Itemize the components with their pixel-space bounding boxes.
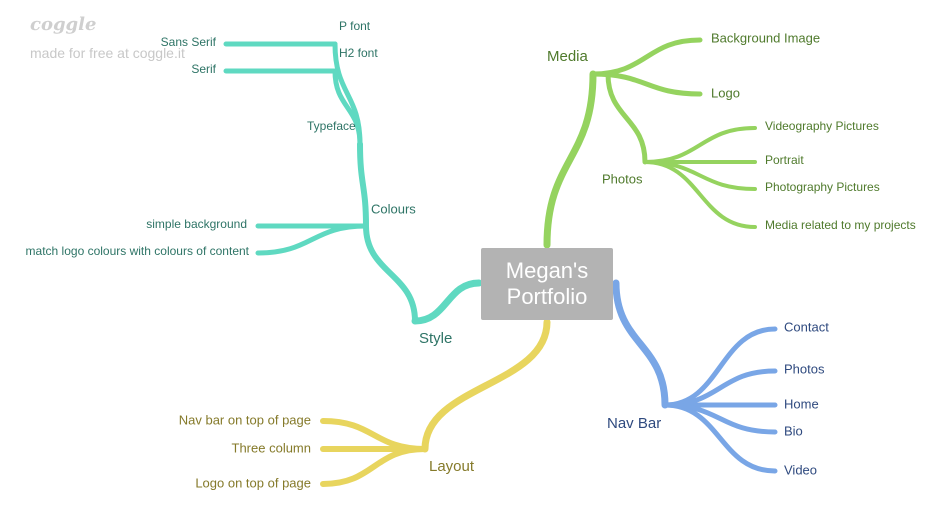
node-home[interactable]: Home xyxy=(784,396,819,411)
mind-map-edges xyxy=(223,37,778,487)
coggle-logo: coggle xyxy=(30,14,97,35)
edge-media-photos xyxy=(605,71,648,165)
node-videography-pictures[interactable]: Videography Pictures xyxy=(765,119,879,133)
edge-layout-navtop xyxy=(320,418,428,452)
node-simple-background[interactable]: simple background xyxy=(146,217,247,231)
node-colours[interactable]: Colours xyxy=(371,201,416,216)
node-sans-serif[interactable]: Sans Serif xyxy=(161,35,217,49)
node-logo-top[interactable]: Logo on top of page xyxy=(195,475,311,490)
node-style[interactable]: Style xyxy=(419,330,452,347)
node-portrait[interactable]: Portrait xyxy=(765,153,804,167)
coggle-tagline: made for free at coggle.it xyxy=(30,45,185,61)
edge-photos-videography xyxy=(643,126,757,164)
node-contact[interactable]: Contact xyxy=(784,319,829,334)
node-h2-font[interactable]: H2 font xyxy=(339,46,378,60)
node-photos[interactable]: Photos xyxy=(602,171,643,186)
edge-colours-typeface xyxy=(357,141,369,229)
node-video[interactable]: Video xyxy=(784,462,817,477)
node-media[interactable]: Media xyxy=(547,48,589,65)
node-photography-pictures[interactable]: Photography Pictures xyxy=(765,180,880,194)
edge-style-colours xyxy=(363,223,418,324)
edge-center-layout xyxy=(421,318,551,453)
node-p-font[interactable]: P font xyxy=(339,19,371,33)
edge-media-background xyxy=(590,37,703,77)
edge-center-media xyxy=(543,70,597,249)
edge-center-navbar xyxy=(612,279,669,409)
node-bio[interactable]: Bio xyxy=(784,423,803,438)
node-match-logo-colours[interactable]: match logo colours with colours of conte… xyxy=(26,244,250,258)
edge-center-style xyxy=(411,279,483,325)
edge-typeface-h2font xyxy=(332,68,363,147)
node-serif[interactable]: Serif xyxy=(191,62,216,76)
central-node[interactable]: Megan's Portfolio xyxy=(481,248,613,320)
node-logo[interactable]: Logo xyxy=(711,85,740,100)
node-three-column[interactable]: Three column xyxy=(232,440,311,455)
node-nav-bar[interactable]: Nav Bar xyxy=(607,415,661,432)
node-nav-bar-top[interactable]: Nav bar on top of page xyxy=(179,412,311,427)
node-media-projects[interactable]: Media related to my projects xyxy=(765,218,916,232)
node-layout[interactable]: Layout xyxy=(429,458,475,475)
edge-layout-logotop xyxy=(320,446,428,487)
edge-navbar-video xyxy=(662,402,778,474)
node-typeface[interactable]: Typeface xyxy=(307,119,356,133)
node-nav-photos[interactable]: Photos xyxy=(784,361,825,376)
edge-navbar-contact xyxy=(662,326,778,408)
edge-colours-match-logo xyxy=(255,223,369,256)
node-background-image[interactable]: Background Image xyxy=(711,30,820,45)
central-node-title: Megan's Portfolio xyxy=(505,258,589,309)
edge-photos-projects xyxy=(643,160,757,229)
